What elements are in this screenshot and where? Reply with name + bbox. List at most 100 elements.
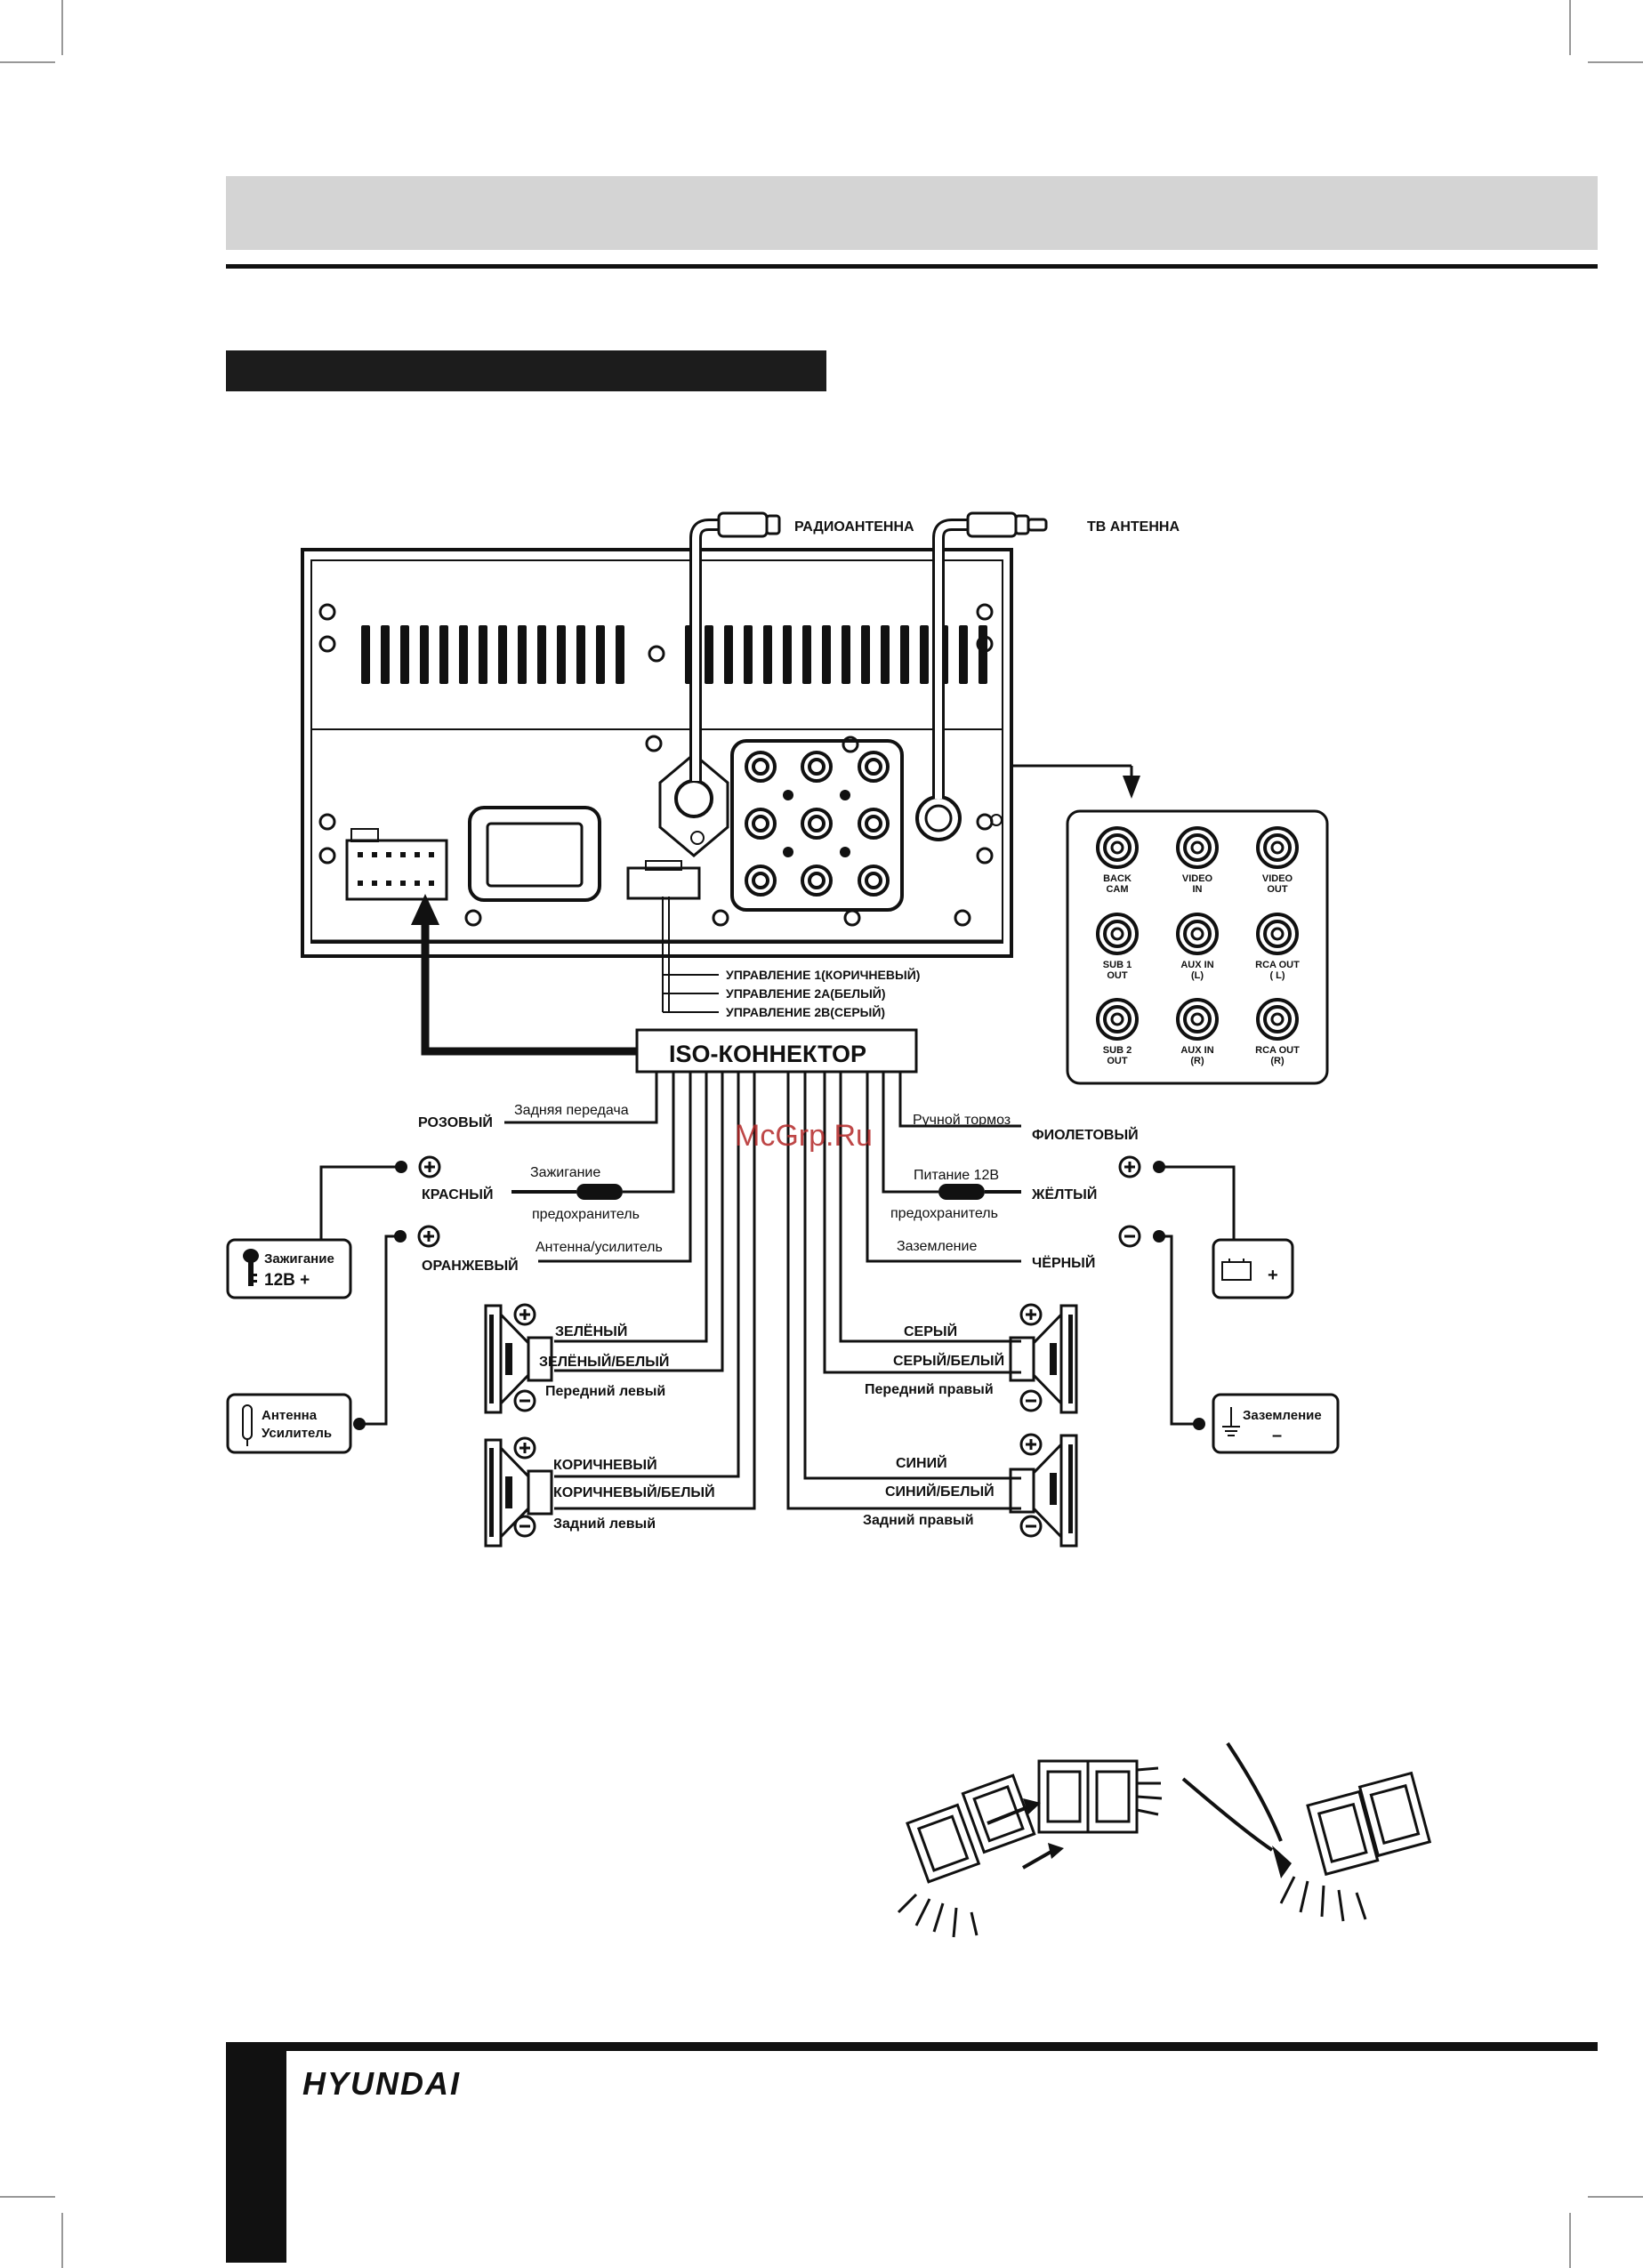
rca-jack-label: BACK (1103, 873, 1132, 884)
iso-wires (504, 1072, 1021, 1510)
svg-text:Задний правый: Задний правый (863, 1513, 974, 1528)
battery-icon (1221, 1259, 1252, 1281)
rca-jack-aux-in-l: AUX IN(L) (1176, 913, 1219, 981)
speaker-front-left: ЗЕЛЁНЫЙ ЗЕЛЁНЫЙ/БЕЛЫЙ Передний левый (484, 1303, 669, 1414)
control-2a-label: УПРАВЛЕНИЕ 2А(БЕЛЫЙ) (726, 985, 886, 1001)
antenna-cables (689, 511, 1048, 799)
svg-text:Задний левый: Задний левый (553, 1516, 656, 1532)
svg-text:–: – (1272, 1426, 1282, 1445)
rca-jack-label: CAM (1106, 884, 1128, 895)
radio-antenna-label: РАДИОАНТЕННА (794, 519, 914, 535)
orange-wire-function: Антенна/усилитель (536, 1240, 663, 1255)
svg-text:Передний правый: Передний правый (865, 1382, 994, 1397)
tv-antenna-label: ТВ АНТЕННА (1087, 519, 1180, 535)
black-wire-color: ЧЁРНЫЙ (1032, 1254, 1095, 1271)
rca-jack-label: (R) (1270, 1056, 1285, 1066)
watermark: McGrp.Ru (735, 1119, 873, 1153)
section-title-bar (226, 350, 826, 391)
svg-text:СЕРЫЙ/БЕЛЫЙ: СЕРЫЙ/БЕЛЫЙ (893, 1352, 1004, 1369)
iso-plug-cutting-illustration (1181, 1741, 1432, 1922)
violet-wire-color: ФИОЛЕТОВЫЙ (1032, 1126, 1139, 1143)
svg-text:СИНИЙ/БЕЛЫЙ: СИНИЙ/БЕЛЫЙ (885, 1483, 995, 1500)
footer-rule (226, 2042, 1598, 2051)
svg-text:Зажигание: Зажигание (264, 1251, 334, 1267)
ground-icon (1222, 1407, 1240, 1436)
svg-text:КОРИЧНЕВЫЙ/БЕЛЫЙ: КОРИЧНЕВЫЙ/БЕЛЫЙ (553, 1484, 715, 1500)
header-rule (226, 264, 1598, 269)
rca-jack-rca-out-l: RCA OUT( L) (1255, 913, 1300, 981)
top-vents (361, 625, 987, 684)
header-band (226, 176, 1598, 250)
rca-jack-label: AUX IN (1180, 1045, 1213, 1056)
battery-box: + (1212, 1238, 1294, 1299)
rca-jack-label: (L) (1191, 970, 1204, 981)
iso-plug-connecting-illustration (897, 1759, 1163, 1938)
brand-logo: HYUNDAI (302, 2065, 461, 2102)
svg-text:ЗЕЛЁНЫЙ/БЕЛЫЙ: ЗЕЛЁНЫЙ/БЕЛЫЙ (539, 1353, 669, 1370)
rca-jack-label: ( L) (1269, 970, 1285, 981)
svg-text:СИНИЙ: СИНИЙ (896, 1454, 947, 1471)
rca-jack-label: VIDEO (1182, 873, 1213, 884)
svg-text:Усилитель: Усилитель (262, 1426, 332, 1441)
svg-text:Передний левый: Передний левый (545, 1384, 665, 1399)
head-unit (301, 548, 1013, 958)
control-2b-label: УПРАВЛЕНИЕ 2В(СЕРЫЙ) (726, 1004, 885, 1019)
svg-text:Заземление: Заземление (1243, 1408, 1322, 1423)
pink-wire-function: Задняя передача (514, 1103, 629, 1118)
rca-jack-label: OUT (1107, 970, 1128, 981)
yellow-wire-fuse: предохранитель (890, 1206, 998, 1221)
svg-text:ISO-КОННЕКТОР: ISO-КОННЕКТОР (669, 1041, 866, 1067)
rca-jack-label: (R) (1190, 1056, 1204, 1066)
control-1-label: УПРАВЛЕНИЕ 1(КОРИЧНЕВЫЙ) (726, 967, 920, 982)
ignition-box: Зажигание 12В + (226, 1238, 352, 1299)
rca-jack-label: IN (1193, 884, 1203, 895)
pink-wire-color: РОЗОВЫЙ (418, 1114, 493, 1130)
rca-jack-label: RCA OUT (1255, 960, 1300, 970)
svg-text:+: + (1268, 1266, 1278, 1285)
rca-block (730, 739, 904, 912)
red-wire-color: КРАСНЫЙ (422, 1186, 493, 1202)
screws (318, 603, 994, 927)
rca-jack-aux-in-r: AUX IN(R) (1176, 998, 1219, 1066)
fuse-left (511, 1184, 623, 1200)
rca-arrow (1011, 764, 1140, 799)
iso-socket (345, 839, 448, 901)
antenna-amp-box: Антенна Усилитель (226, 1393, 352, 1454)
rca-jack-label: VIDEO (1262, 873, 1293, 884)
footer-sidebar (226, 2042, 286, 2263)
rca-jack-label: AUX IN (1180, 960, 1213, 970)
svg-text:ЗЕЛЁНЫЙ: ЗЕЛЁНЫЙ (555, 1323, 627, 1339)
speaker-rear-left: КОРИЧНЕВЫЙ КОРИЧНЕВЫЙ/БЕЛЫЙ Задний левый (484, 1436, 715, 1548)
black-wire-function: Заземление (897, 1239, 977, 1254)
rca-jack-label: OUT (1107, 1056, 1128, 1066)
svg-text:Антенна: Антенна (262, 1408, 318, 1423)
iso-connector: ISO-КОННЕКТОР (635, 1028, 918, 1074)
rca-jack-label: SUB 1 (1103, 960, 1132, 970)
speaker-rear-right: СИНИЙ СИНИЙ/БЕЛЫЙ Задний правый (863, 1433, 1078, 1548)
rca-jack-rca-out-r: RCA OUT(R) (1255, 998, 1300, 1066)
yellow-wire-color: ЖЁЛТЫЙ (1031, 1186, 1097, 1202)
speaker-front-right: СЕРЫЙ СЕРЫЙ/БЕЛЫЙ Передний правый (865, 1303, 1078, 1414)
ground-box: Заземление – (1212, 1393, 1340, 1454)
svg-text:КОРИЧНЕВЫЙ: КОРИЧНЕВЫЙ (553, 1456, 657, 1473)
rca-jack-label: RCA OUT (1255, 1045, 1300, 1056)
key-icon (243, 1249, 259, 1286)
red-wire-function: Зажигание (530, 1165, 600, 1180)
fan-cutout (468, 806, 601, 902)
rca-jack-label: SUB 2 (1103, 1045, 1132, 1056)
svg-text:12В +: 12В + (264, 1271, 310, 1290)
rca-jack-label: OUT (1267, 884, 1288, 895)
control-wires (662, 897, 719, 1013)
yellow-wire-function: Питание 12В (914, 1168, 999, 1183)
orange-wire-color: ОРАНЖЕВЫЙ (422, 1257, 519, 1274)
violet-wire-function: Ручной тормоз (913, 1113, 1011, 1128)
fuse-right (938, 1184, 1021, 1200)
